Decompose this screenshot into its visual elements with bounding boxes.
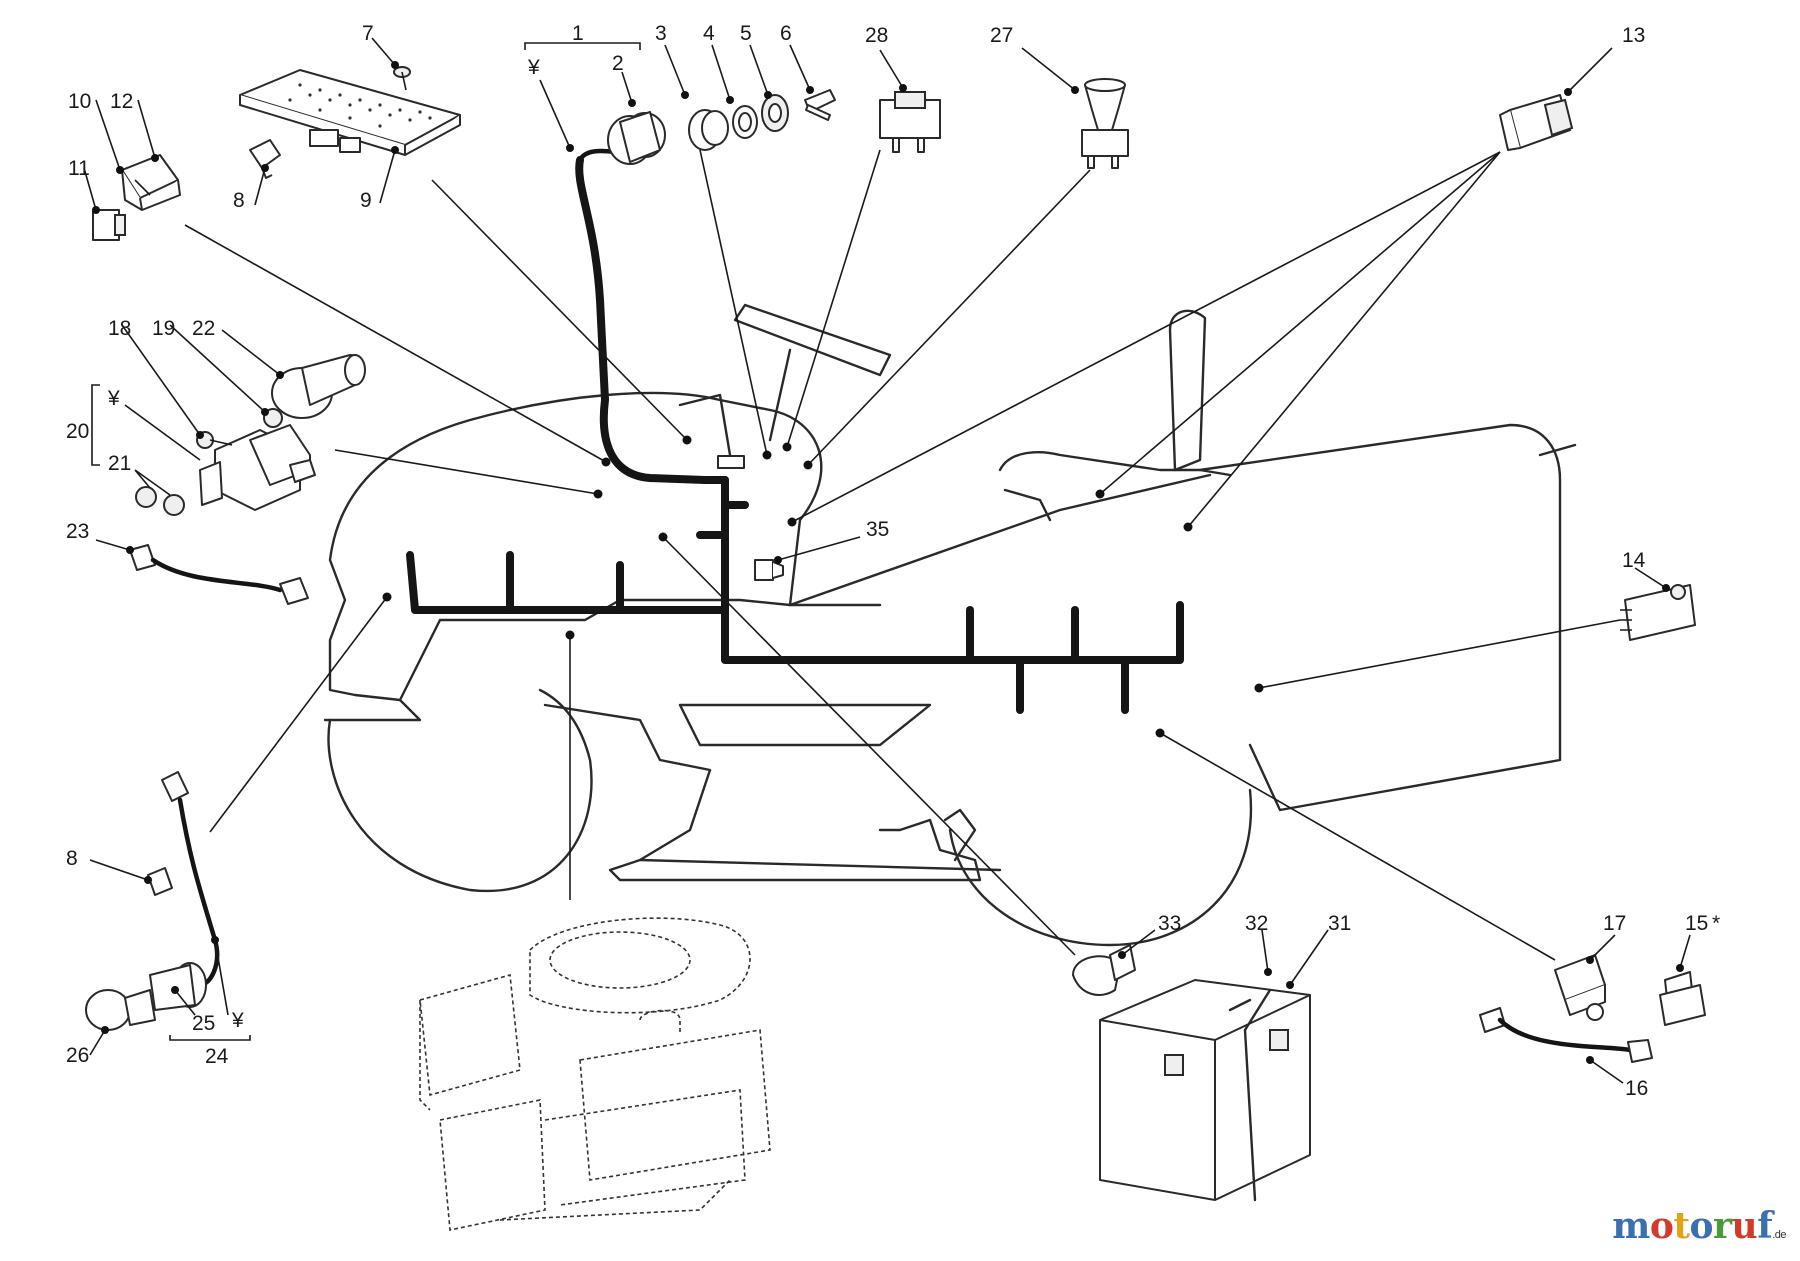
callout-24: 24	[205, 1045, 229, 1068]
logo-letter: o	[1689, 1205, 1714, 1247]
callout-2: 2	[612, 52, 624, 75]
switch-13	[1499, 94, 1574, 151]
callout-9: 9	[360, 189, 372, 212]
logo-letter: o	[1649, 1205, 1674, 1247]
clip-8-top	[249, 139, 281, 179]
callout-20: 20	[66, 420, 89, 443]
push-button	[1081, 78, 1129, 169]
leader-lines	[83, 37, 1691, 1084]
callout-16: 16	[1625, 1077, 1648, 1100]
callout-26: 26	[66, 1044, 89, 1067]
callout-11: 11	[68, 157, 90, 180]
clip-8-bottom	[147, 867, 173, 896]
sensor-15	[1659, 971, 1706, 1026]
callout-21: 21	[108, 452, 131, 475]
callout-12: 12	[110, 90, 133, 113]
starter-solenoid	[199, 424, 316, 511]
callout-15: 15	[1685, 912, 1708, 935]
circuit-board	[239, 69, 461, 156]
callout-23: 23	[66, 520, 89, 543]
battery	[1099, 979, 1311, 1202]
callout-24-yen: ¥	[231, 1009, 244, 1032]
engine	[419, 917, 771, 1231]
callout-20-yen: ¥	[107, 387, 120, 410]
callout-19: 19	[152, 317, 175, 340]
ignition-switch	[577, 111, 666, 165]
cable-23	[129, 544, 309, 605]
callout-32: 32	[1245, 912, 1268, 935]
micro-switch	[1620, 584, 1696, 641]
logo-letter: r	[1713, 1205, 1732, 1247]
callout-18: 18	[108, 317, 131, 340]
bulb	[85, 989, 156, 1031]
callout-27: 27	[990, 24, 1013, 47]
leader-dots	[92, 61, 1684, 1064]
callout-3: 3	[655, 22, 667, 45]
callout-8-bottom: 8	[66, 847, 78, 870]
switch-17	[1554, 954, 1606, 1021]
callout-15-asterisk: *	[1712, 912, 1720, 935]
main-harness	[406, 156, 1184, 714]
callout-28: 28	[865, 24, 888, 47]
logo-suffix: .de	[1772, 1229, 1786, 1241]
callout-7: 7	[362, 22, 374, 45]
logo-letter: u	[1731, 1205, 1758, 1247]
callout-17: 17	[1603, 912, 1626, 935]
callout-31: 31	[1328, 912, 1351, 935]
ring-nut	[688, 109, 729, 151]
screw	[393, 66, 411, 91]
logo-letter: m	[1612, 1205, 1650, 1247]
callout-14: 14	[1622, 549, 1646, 572]
motoruf-logo: motoruf.de	[1612, 1205, 1786, 1247]
callout-25: 25	[192, 1012, 215, 1035]
nuts-21	[135, 486, 185, 516]
callout-33: 33	[1158, 912, 1181, 935]
callout-13: 13	[1622, 24, 1645, 47]
callout-1: 1	[572, 22, 584, 45]
callout-35: 35	[866, 518, 889, 541]
logo-letter: t	[1673, 1205, 1690, 1247]
callout-5: 5	[740, 22, 752, 45]
callout-22: 22	[192, 317, 215, 340]
callout-labels: 1 2 3 4 5 6 7 8 8 9 10 11 12 13 14 15 * …	[66, 22, 1720, 1100]
key	[804, 89, 836, 121]
lamp-33	[1072, 944, 1136, 996]
fuse-clip	[754, 559, 784, 581]
terminal-cap	[271, 354, 366, 419]
callout-4: 4	[703, 22, 715, 45]
logo-letter: f	[1757, 1205, 1773, 1247]
callout-10: 10	[68, 90, 91, 113]
tractor-outline	[323, 303, 1577, 947]
callout-6: 6	[780, 22, 792, 45]
cable-16	[1479, 1007, 1653, 1063]
relay	[121, 154, 181, 211]
callout-8-top: 8	[233, 189, 245, 212]
callout-1-yen: ¥	[527, 56, 540, 79]
washer	[732, 105, 758, 139]
fuse-holder	[92, 209, 126, 241]
rocker-switch	[879, 91, 941, 153]
nut	[761, 94, 789, 132]
